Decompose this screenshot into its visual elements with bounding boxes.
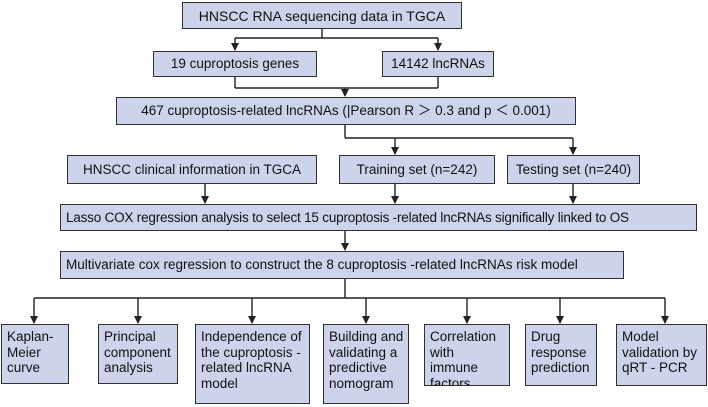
node-testing-set: Testing set (n=240) — [507, 155, 640, 184]
node-nomogram: Building and validating a predictive nom… — [323, 324, 409, 404]
node-drug: Drug response prediction — [525, 324, 597, 386]
node-qrtpcr: Model validation by qRT - PCR — [616, 324, 707, 386]
node-related-lncrnas: 467 cuproptosis-related lncRNAs (|Pearso… — [116, 97, 576, 125]
node-clinical-info: HNSCC clinical information in TGCA — [67, 155, 317, 184]
node-pca: Principal component analysis — [98, 324, 178, 384]
node-hnscc-rna: HNSCC RNA sequencing data in TGCA — [182, 2, 462, 29]
node-independence: Independence of the cuproptosis - relate… — [195, 324, 310, 404]
node-lasso-cox: Lasso COX regression analysis to select … — [60, 204, 697, 231]
node-cuproptosis-genes: 19 cuproptosis genes — [153, 51, 317, 77]
node-immune: Correlation with immune factors — [424, 324, 510, 386]
node-km-curve: Kaplan- Meier curve — [1, 324, 69, 384]
node-lncrnas: 14142 lncRNAs — [382, 51, 494, 77]
node-training-set: Training set (n=242) — [339, 155, 495, 184]
node-multivariate-cox: Multivariate cox regression to construct… — [60, 251, 624, 279]
